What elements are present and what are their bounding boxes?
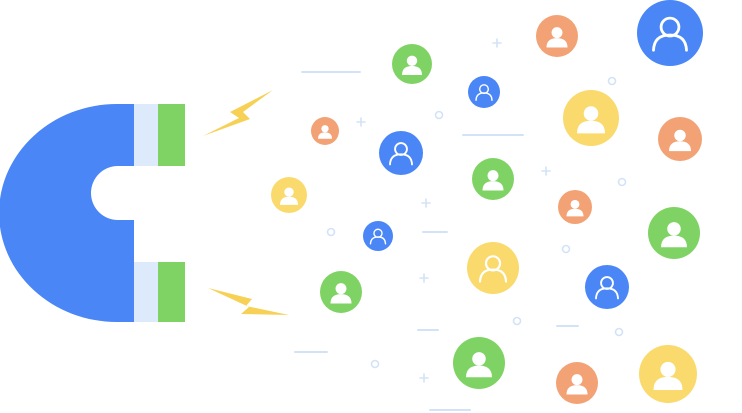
user-icon	[379, 131, 423, 175]
background-decorations	[294, 38, 627, 411]
user-icon	[556, 362, 598, 404]
user-icon	[311, 117, 339, 145]
decor-plus	[356, 117, 366, 127]
decor-plus	[421, 198, 431, 208]
decor-ring	[326, 227, 336, 237]
decor-ring	[614, 327, 624, 337]
magnet-top-tip-green	[158, 104, 185, 166]
user-icon	[648, 207, 700, 259]
decor-ring	[561, 244, 571, 254]
user-icon	[639, 345, 697, 403]
decor-plus	[419, 273, 429, 283]
user-avatar-cloud	[271, 0, 703, 404]
decor-ring	[512, 316, 522, 326]
user-icon	[585, 265, 629, 309]
decor-plus	[419, 373, 429, 383]
user-icon	[453, 337, 505, 389]
decor-ring	[370, 359, 380, 369]
magnet-body	[0, 104, 134, 322]
user-icon	[658, 117, 702, 161]
decor-ring	[434, 110, 444, 120]
user-icon	[563, 90, 619, 146]
user-icon	[637, 0, 703, 66]
user-icon	[536, 15, 578, 57]
user-icon	[392, 44, 432, 84]
magnet-top-tip-light	[134, 104, 158, 166]
decor-ring	[607, 76, 617, 86]
magnet-bottom-tip-light	[134, 262, 158, 322]
user-icon	[472, 158, 514, 200]
user-icon	[558, 190, 592, 224]
user-icon	[271, 177, 307, 213]
decor-plus	[541, 166, 551, 176]
horseshoe-magnet-icon	[0, 104, 185, 322]
decor-ring	[617, 177, 627, 187]
lightning-bolt-icon	[203, 90, 273, 136]
decor-plus	[492, 38, 502, 48]
user-icon	[467, 242, 519, 294]
user-icon	[468, 76, 500, 108]
lightning-bolt-icon	[208, 288, 289, 315]
magnet-bottom-tip-green	[158, 262, 185, 322]
user-icon	[320, 271, 362, 313]
user-icon	[363, 221, 393, 251]
